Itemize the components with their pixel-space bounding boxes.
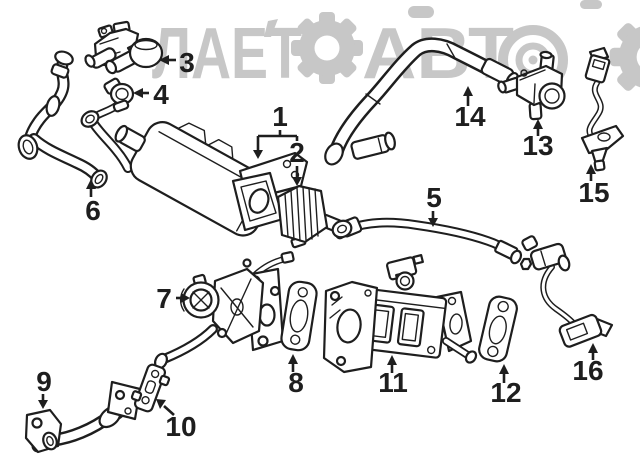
callout-3: 3 [159, 47, 195, 78]
callout-2: 2 [289, 137, 305, 186]
drawing-hose-6 [17, 50, 108, 189]
callout-label-3: 3 [179, 47, 195, 78]
callout-label-6: 6 [85, 195, 101, 226]
gear-icon [609, 15, 640, 99]
drawing-valve-4 [80, 77, 135, 173]
callout-13: 13 [522, 119, 554, 161]
callout-12: 12 [490, 364, 522, 408]
callout-label-15: 15 [578, 177, 609, 208]
drawing-vsv-valve-13 [497, 50, 566, 121]
watermark-word-1: ЛАЕТ [152, 14, 302, 94]
callout-label-4: 4 [153, 79, 169, 110]
drawing-filter-2 [276, 184, 347, 249]
callout-6: 6 [85, 179, 101, 226]
drawing-pipe-5 [331, 216, 533, 271]
callout-label-12: 12 [490, 377, 521, 408]
callout-14: 14 [454, 86, 486, 132]
drawing-gasket-8 [280, 280, 318, 352]
drawing-valve-assembly-3 [84, 20, 164, 75]
drawing-gasket-10 [130, 363, 171, 413]
gear-icon [291, 12, 363, 85]
callout-8: 8 [288, 354, 304, 398]
callout-label-16: 16 [572, 355, 603, 386]
callout-11: 11 [378, 355, 408, 398]
drawing-egr-valve-7 [153, 251, 295, 370]
watermark: ЛАЕТ АВТ [152, 0, 640, 99]
callout-label-1: 1 [272, 101, 288, 132]
drawing-canister-1 [114, 121, 309, 237]
callout-5: 5 [426, 182, 442, 227]
watermark-tick [264, 19, 278, 37]
drawing-oxygen-sensor-16 [521, 235, 614, 348]
watermark-fragment [580, 0, 602, 9]
watermark-fragment [408, 6, 434, 18]
callout-label-2: 2 [289, 137, 305, 168]
callout-label-10: 10 [165, 411, 196, 442]
drawing-af-sensor-15 [580, 46, 625, 172]
callout-4: 4 [133, 79, 169, 110]
callout-label-14: 14 [454, 101, 486, 132]
callout-label-8: 8 [288, 367, 304, 398]
drawing-gasket-12 [478, 295, 518, 363]
callout-label-7: 7 [156, 283, 172, 314]
callout-15: 15 [578, 164, 610, 208]
callout-1: 1 [253, 101, 299, 159]
callout-10: 10 [156, 399, 197, 442]
drawing-egr-cooler-11 [322, 254, 478, 374]
callout-9: 9 [36, 366, 52, 409]
drawing-egr-pipe-9 [24, 380, 142, 454]
callout-16: 16 [572, 343, 604, 386]
callout-label-5: 5 [426, 182, 442, 213]
drawing-hose-14 [324, 37, 519, 166]
callout-7: 7 [156, 283, 190, 314]
callout-label-9: 9 [36, 366, 52, 397]
